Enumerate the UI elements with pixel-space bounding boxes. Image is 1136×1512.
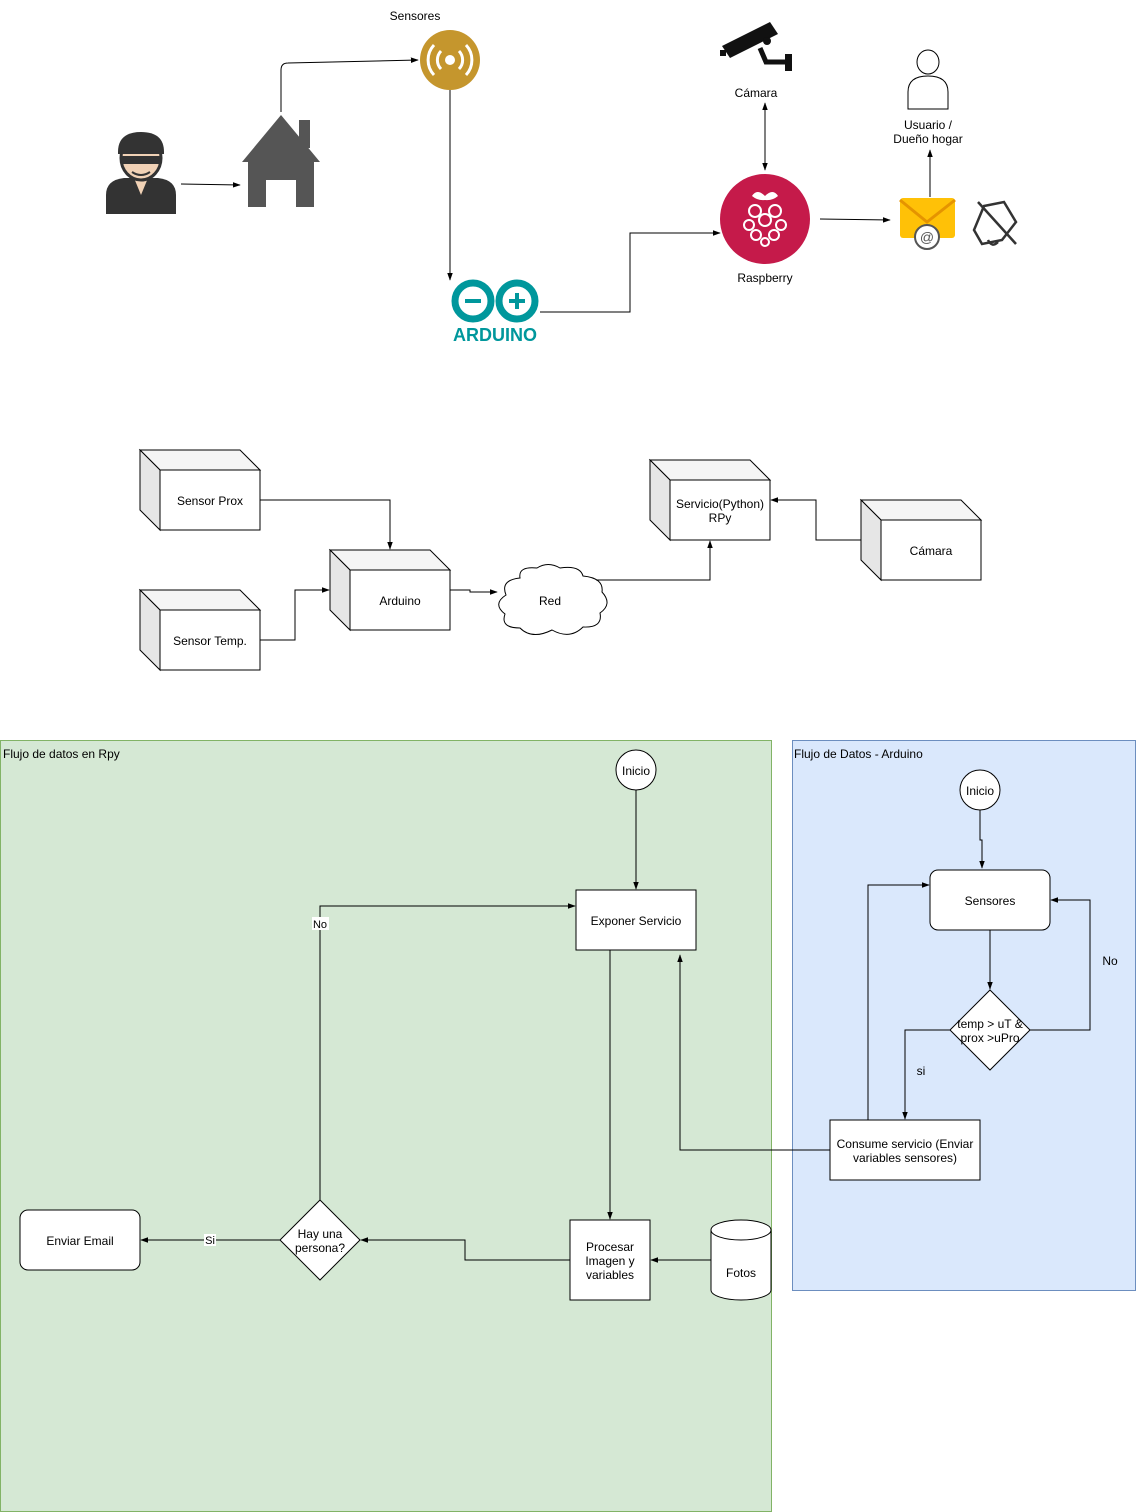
edge-prox-arduino — [260, 499, 393, 550]
threshold-label-line1: temp > uT & — [957, 1017, 1022, 1031]
photos-label: Fotos — [726, 1266, 756, 1280]
service-label-line1: Servicio(Python) — [676, 497, 764, 511]
edge-arduino-raspberry — [540, 230, 721, 313]
process-label-line1: Procesar — [586, 1240, 634, 1254]
sensors-label: Sensores — [390, 9, 441, 23]
sensor-temp-label: Sensor Temp. — [173, 634, 247, 648]
arduino-no-label: No — [1102, 954, 1118, 968]
user-label-line2: Dueño hogar — [893, 132, 962, 146]
threshold-label-line2: prox >uPro — [960, 1031, 1019, 1045]
sensor-prox-node: Sensor Prox — [138, 448, 262, 532]
process-box — [569, 1219, 651, 1301]
decision-label-line2: persona? — [295, 1241, 345, 1255]
process-label-line2: Imagen y — [585, 1254, 634, 1268]
camera-label: Cámara — [735, 86, 778, 100]
edge-decision-yes-consume — [902, 1029, 950, 1120]
raspberry-pi-icon — [720, 174, 810, 264]
raspberry-label: Raspberry — [737, 271, 792, 285]
arduino-logo-text: ARDUINO — [453, 325, 537, 345]
rpy-yes-label: Si — [205, 1235, 215, 1247]
rpy-start-label: Inicio — [622, 764, 650, 778]
house-icon — [242, 115, 320, 207]
rpy-flow-panel: Flujo de datos en Rpy Inicio Exponer Ser… — [0, 740, 772, 1512]
component-section: Sensor Prox Sensor Temp. Arduino Red Ser… — [138, 448, 983, 672]
edge-camera-service — [770, 497, 861, 541]
rpy-flow-title: Flujo de datos en Rpy — [3, 747, 120, 761]
arduino-node-label: Arduino — [379, 594, 421, 608]
yes-label-bg — [204, 1234, 216, 1246]
threshold-decision-diamond — [949, 989, 1031, 1071]
rpy-no-label: No — [313, 919, 327, 931]
user-icon — [907, 49, 949, 110]
arduino-logo: ARDUINO — [451, 279, 539, 345]
no-label-bg — [312, 917, 329, 930]
edge-arduino-start-sensors — [979, 810, 985, 869]
service-node: Servicio(Python) RPy — [648, 458, 772, 542]
edge-network-service — [596, 540, 713, 581]
network-cloud: Red — [498, 564, 608, 635]
sensor-temp-node: Sensor Temp. — [138, 588, 262, 672]
arduino-flow-title: Flujo de Datos - Arduino — [794, 747, 923, 761]
arduino-node: Arduino — [328, 548, 452, 632]
sensors-box-label: Sensores — [965, 894, 1016, 908]
sensor-prox-label: Sensor Prox — [177, 494, 243, 508]
edge-house-sensors — [280, 57, 419, 112]
network-label: Red — [539, 594, 561, 608]
expose-service-box — [575, 889, 697, 951]
consume-label-line2: variables sensores) — [853, 1151, 957, 1165]
thief-icon — [106, 132, 176, 214]
user-label-line1: Usuario / — [904, 118, 953, 132]
send-email-label: Enviar Email — [46, 1234, 113, 1248]
arduino-start-label: Inicio — [966, 784, 994, 798]
edge-decision-no-sensors — [1030, 897, 1091, 1031]
process-label-line3: variables — [586, 1268, 634, 1282]
camera-node-label: Cámara — [910, 544, 953, 558]
edge-thief-house — [180, 182, 241, 188]
security-camera-icon — [720, 22, 792, 71]
edge-raspberry-email — [819, 217, 891, 223]
edge-arduino-network — [450, 589, 498, 595]
architecture-section: Sensores ARDUINO Cámara — [106, 9, 1018, 345]
expose-service-label: Exponer Servicio — [591, 914, 682, 928]
sensor-icon — [420, 30, 480, 90]
photos-database: Fotos — [710, 1219, 772, 1301]
person-decision-diamond — [279, 1199, 361, 1281]
edge-process-decision — [360, 1237, 570, 1261]
edge-consume-expose — [677, 954, 830, 1151]
email-icon: @ — [899, 198, 956, 250]
edge-decision-no-expose — [319, 903, 576, 1200]
consume-label-line1: Consume servicio (Enviar — [837, 1137, 974, 1151]
svg-text:@: @ — [920, 229, 934, 245]
arduino-yes-label: si — [917, 1064, 926, 1078]
decision-label-line1: Hay una — [298, 1227, 343, 1241]
service-label-line2: RPy — [709, 511, 732, 525]
send-email-box — [19, 1209, 141, 1271]
edge-temp-arduino — [260, 587, 330, 641]
edge-consume-sensors — [867, 882, 930, 1120]
camera-node: Cámara — [859, 498, 983, 582]
alarm-off-icon — [972, 200, 1018, 246]
consume-service-box — [829, 1119, 981, 1181]
arduino-flow-panel: Flujo de Datos - Arduino Inicio Sensores… — [792, 740, 1136, 1291]
